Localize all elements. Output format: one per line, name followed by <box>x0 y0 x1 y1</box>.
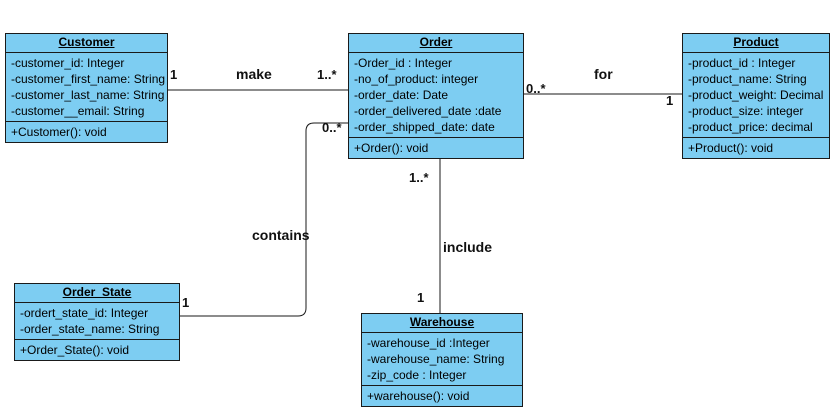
class-attributes: -customer_id: Integer -customer_first_na… <box>6 53 167 122</box>
attribute: -no_of_product: integer <box>354 72 479 86</box>
attribute: -warehouse_id :Integer <box>367 336 490 350</box>
class-operations: +Customer(): void <box>6 122 167 142</box>
class-operations: +warehouse(): void <box>362 386 522 406</box>
class-title: Warehouse <box>362 314 522 333</box>
attribute: -order_date: Date <box>354 88 449 102</box>
include-target-multiplicity: 1 <box>417 290 425 305</box>
contains-label: contains <box>252 227 310 243</box>
product-class[interactable]: Product -product_id : Integer -product_n… <box>682 33 830 159</box>
operation: +warehouse(): void <box>367 389 470 403</box>
class-operations: +Order(): void <box>349 138 523 158</box>
operation: +Order_State(): void <box>20 343 130 357</box>
class-title: Order <box>349 34 523 53</box>
include-label: include <box>443 239 493 255</box>
attribute: -product_price: decimal <box>688 120 813 134</box>
make-label: make <box>236 66 272 82</box>
class-attributes: -product_id : Integer -product_name: Str… <box>683 53 829 138</box>
attribute: -product_weight: Decimal <box>688 88 824 102</box>
for-target-multiplicity: 1 <box>666 93 674 108</box>
class-title: Order_State <box>15 284 179 303</box>
attribute: -Order_id : Integer <box>354 56 453 70</box>
order-class[interactable]: Order -Order_id : Integer -no_of_product… <box>348 33 524 159</box>
contains-target-multiplicity: 1 <box>182 295 190 310</box>
attribute: -product_size: integer <box>688 104 804 118</box>
make-target-multiplicity: 1..* <box>317 67 337 82</box>
attribute: -order_state_name: String <box>20 322 160 336</box>
attribute: -ordert_state_id: Integer <box>20 306 149 320</box>
attribute: -customer__email: String <box>11 104 145 118</box>
for-source-multiplicity: 0..* <box>526 81 546 96</box>
operation: +Product(): void <box>688 141 774 155</box>
contains-line <box>180 122 348 317</box>
attribute: -customer_last_name: String <box>11 88 165 102</box>
attribute: -order_delivered_date :date <box>354 104 502 118</box>
make-source-multiplicity: 1 <box>170 67 178 82</box>
warehouse-class[interactable]: Warehouse -warehouse_id :Integer -wareho… <box>361 313 523 407</box>
class-operations: +Order_State(): void <box>15 340 179 360</box>
attribute: -zip_code : Integer <box>367 368 467 382</box>
class-attributes: -Order_id : Integer -no_of_product: inte… <box>349 53 523 138</box>
attribute: -order_shipped_date: date <box>354 120 495 134</box>
attribute: -warehouse_name: String <box>367 352 505 366</box>
include-source-multiplicity: 1..* <box>409 170 429 185</box>
class-title: Customer <box>6 34 167 53</box>
class-attributes: -ordert_state_id: Integer -order_state_n… <box>15 303 179 340</box>
contains-source-multiplicity: 0..* <box>322 120 342 135</box>
attribute: -product_id : Integer <box>688 56 796 70</box>
class-operations: +Product(): void <box>683 138 829 158</box>
attribute: -product_name: String <box>688 72 807 86</box>
class-attributes: -warehouse_id :Integer -warehouse_name: … <box>362 333 522 386</box>
customer-class[interactable]: Customer -customer_id: Integer -customer… <box>5 33 168 143</box>
order-state-class[interactable]: Order_State -ordert_state_id: Integer -o… <box>14 283 180 361</box>
attribute: -customer_id: Integer <box>11 56 125 70</box>
class-title: Product <box>683 34 829 53</box>
operation: +Order(): void <box>354 141 429 155</box>
attribute: -customer_first_name: String <box>11 72 166 86</box>
operation: +Customer(): void <box>11 125 107 139</box>
for-label: for <box>594 66 613 82</box>
